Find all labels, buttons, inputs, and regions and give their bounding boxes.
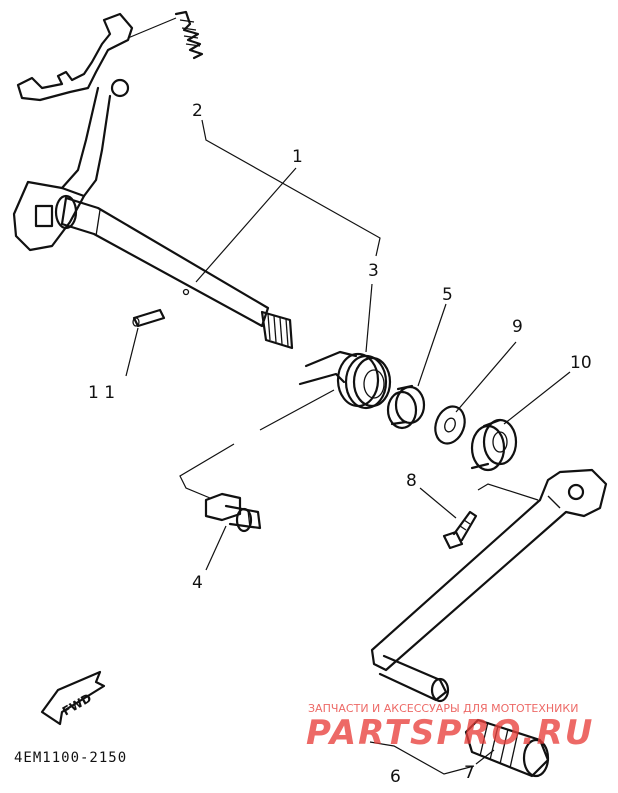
part-code: 4EM1100-2150 <box>14 750 127 766</box>
bolt-part <box>442 510 478 550</box>
oil-seal-part <box>470 418 518 472</box>
torsion-spring-part <box>298 350 392 410</box>
callout-10: 10 <box>570 353 592 373</box>
leader-lines <box>125 17 571 775</box>
callout-9: 9 <box>512 317 523 337</box>
callout-8: 8 <box>406 471 417 491</box>
shift-shaft-part <box>12 12 294 350</box>
washer-part <box>434 405 466 445</box>
callout-1: 1 <box>292 147 303 167</box>
callout-5: 5 <box>442 285 453 305</box>
watermark-subtitle: ЗАПЧАСТИ И АКСЕССУАРЫ ДЛЯ МОТОТЕХНИКИ <box>308 702 578 715</box>
watermark: ЗАПЧАСТИ И АКСЕССУАРЫ ДЛЯ МОТОТЕХНИКИ PA… <box>306 702 594 753</box>
pivot-bolt-part <box>204 492 262 533</box>
collar-part <box>386 384 426 430</box>
fwd-arrow: FWD <box>40 670 106 726</box>
spring-part <box>174 10 204 60</box>
callout-2: 2 <box>192 101 203 121</box>
callout-6: 6 <box>390 767 401 787</box>
fwd-label: FWD <box>60 691 94 719</box>
callout-11: 1 1 <box>88 383 115 403</box>
callout-3: 3 <box>368 261 379 281</box>
callout-7: 7 <box>464 763 475 783</box>
pin-part <box>132 308 166 328</box>
footpeg-rubber-part <box>464 718 550 778</box>
shift-pedal-part <box>370 468 608 703</box>
callout-4: 4 <box>192 573 203 593</box>
watermark-brand: PARTSPRO.RU <box>306 713 594 753</box>
